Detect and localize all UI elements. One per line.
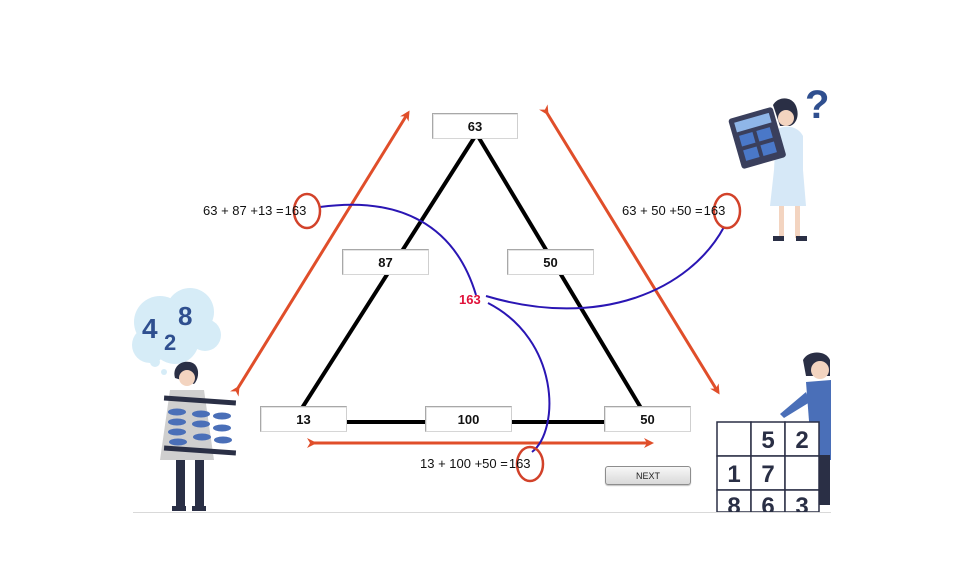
bottom-equation: 13 + 100 +50 =163: [420, 456, 532, 471]
center-result: 163: [459, 292, 481, 307]
bubble-digit-8: 8: [178, 301, 192, 331]
sudoku-digit: 5: [761, 427, 774, 454]
bubble-digit-2: 2: [164, 330, 176, 355]
baseline-divider: [133, 512, 831, 513]
question-mark-icon: ?: [805, 83, 829, 127]
left-arrow: [230, 110, 410, 397]
bottom-equation-expression: 13 + 100 +50 =: [420, 456, 508, 471]
left-equation: 63 + 87 +13 =163: [203, 203, 307, 218]
abacus-person-illustration: 4 2 8: [132, 288, 237, 511]
right-equation-result: 163: [703, 203, 726, 218]
bottom-left-value-box[interactable]: 13: [260, 406, 347, 432]
bottom-right-value-box[interactable]: 50: [604, 406, 691, 432]
right-arrow: [539, 104, 720, 395]
right-equation: 63 + 50 +50 =163: [622, 203, 726, 218]
right-side-value-box[interactable]: 50: [507, 249, 594, 275]
result-circles: [292, 192, 742, 483]
bottom-equation-result: 163: [508, 456, 531, 471]
sudoku-digit: 1: [727, 461, 740, 488]
bubble-digit-4: 4: [142, 313, 158, 344]
bottom-connector: [487, 302, 551, 453]
connector-curves: [319, 203, 725, 453]
calculator-icon: [728, 107, 786, 169]
sudoku-grid-icon: [716, 421, 820, 513]
orange-arrows: [230, 104, 720, 448]
right-result-circle: [712, 192, 742, 230]
sudoku-digit: 7: [761, 461, 774, 488]
left-equation-expression: 63 + 87 +13 =: [203, 203, 284, 218]
left-side-value-box[interactable]: 87: [342, 249, 429, 275]
left-connector: [319, 203, 477, 296]
top-value-box[interactable]: 63: [432, 113, 518, 139]
left-result-circle: [292, 192, 322, 230]
sudoku-digit: 2: [795, 427, 808, 454]
right-connector: [485, 226, 725, 310]
left-equation-result: 163: [284, 203, 307, 218]
bottom-result-circle: [515, 445, 545, 483]
sudoku-person-illustration: 5 2 1 7 8 6 3: [700, 352, 840, 533]
bottom-middle-value-box[interactable]: 100: [425, 406, 512, 432]
thought-bubble: [132, 288, 221, 375]
abacus-icon: [163, 395, 237, 456]
calculator-person-illustration: ?: [728, 83, 829, 241]
next-button[interactable]: NEXT: [605, 466, 691, 485]
right-equation-expression: 63 + 50 +50 =: [622, 203, 703, 218]
